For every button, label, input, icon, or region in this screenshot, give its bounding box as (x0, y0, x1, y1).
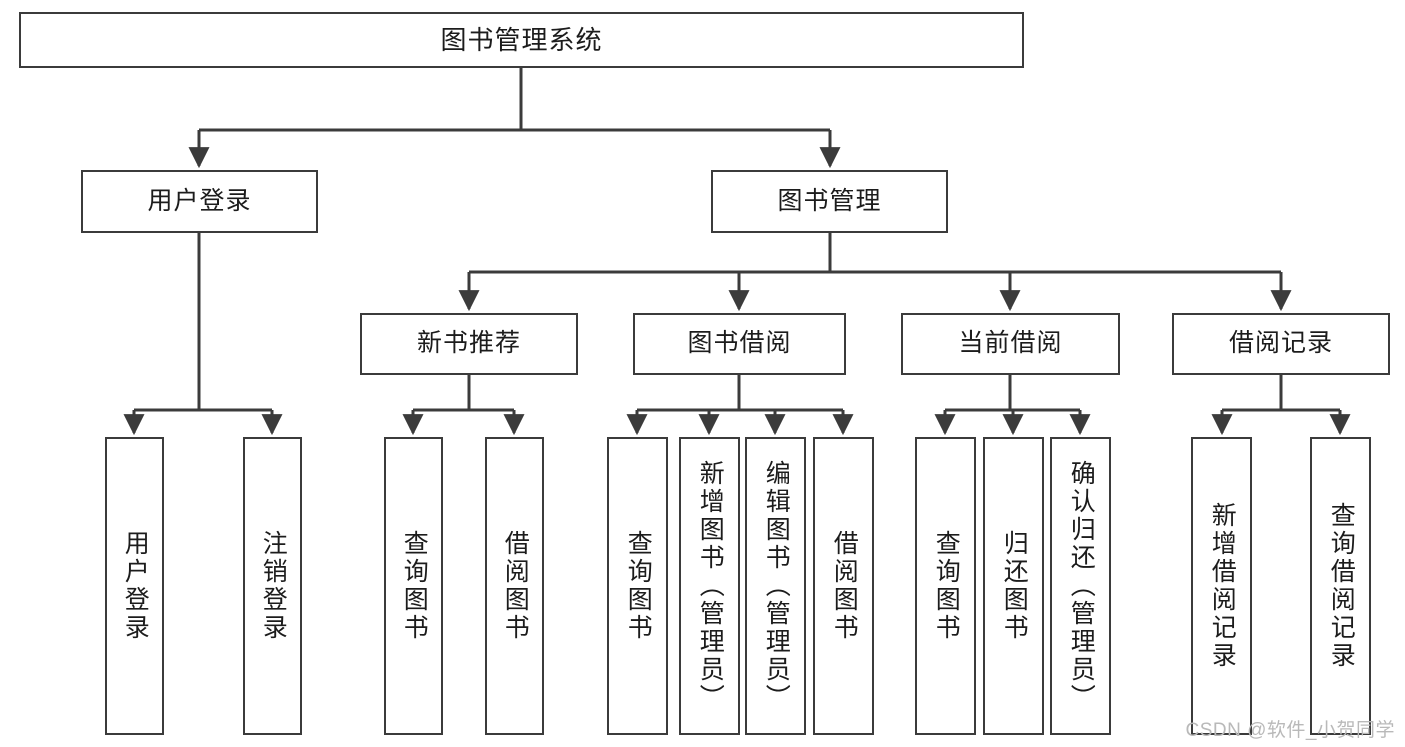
node-borrow-record[interactable]: 借阅记录 (1172, 313, 1390, 375)
node-label: 借阅图书 (501, 530, 530, 642)
node-leaf-query-record[interactable]: 查询借阅记录 (1310, 437, 1371, 735)
node-label: 查询图书 (932, 530, 961, 642)
node-leaf-borrow-book-1[interactable]: 借阅图书 (485, 437, 544, 735)
node-leaf-add-book[interactable]: 新增图书（管理员） (679, 437, 740, 735)
node-leaf-user-login[interactable]: 用户登录 (105, 437, 164, 735)
node-leaf-query-book-2[interactable]: 查询图书 (607, 437, 668, 735)
node-leaf-add-record[interactable]: 新增借阅记录 (1191, 437, 1252, 735)
node-label: 查询借阅记录 (1327, 502, 1356, 670)
node-label: 借阅图书 (830, 530, 859, 642)
node-label: 确认归还（管理员） (1067, 460, 1096, 712)
node-book-borrow[interactable]: 图书借阅 (633, 313, 846, 375)
node-label: 注销登录 (259, 530, 288, 642)
node-leaf-edit-book[interactable]: 编辑图书（管理员） (745, 437, 806, 735)
node-label: 图书管理 (777, 186, 882, 215)
node-current-borrow[interactable]: 当前借阅 (901, 313, 1120, 375)
node-label: 归还图书 (1000, 530, 1029, 642)
node-label: 借阅记录 (1228, 329, 1333, 358)
node-label: 查询图书 (624, 530, 653, 642)
node-leaf-confirm-return[interactable]: 确认归还（管理员） (1050, 437, 1111, 735)
node-label: 图书借阅 (687, 329, 792, 358)
node-book-management-system[interactable]: 图书管理系统 (19, 12, 1024, 68)
node-leaf-query-book-3[interactable]: 查询图书 (915, 437, 976, 735)
node-leaf-query-book-1[interactable]: 查询图书 (384, 437, 443, 735)
node-user-login[interactable]: 用户登录 (81, 170, 318, 233)
node-label: 查询图书 (400, 530, 429, 642)
node-book-management[interactable]: 图书管理 (711, 170, 948, 233)
node-label: 新增图书（管理员） (696, 460, 725, 712)
node-label: 图书管理系统 (440, 24, 603, 55)
node-label: 编辑图书（管理员） (762, 460, 791, 712)
node-label: 用户登录 (147, 186, 252, 215)
node-leaf-logout-login[interactable]: 注销登录 (243, 437, 302, 735)
node-label: 新增借阅记录 (1208, 502, 1237, 670)
node-label: 用户登录 (121, 530, 150, 642)
node-label: 新书推荐 (416, 329, 521, 358)
node-new-book-recommend[interactable]: 新书推荐 (360, 313, 578, 375)
node-label: 当前借阅 (958, 329, 1063, 358)
csdn-watermark: CSDN @软件_小贺同学 (1185, 720, 1395, 741)
node-leaf-return-book[interactable]: 归还图书 (983, 437, 1044, 735)
node-leaf-borrow-book-2[interactable]: 借阅图书 (813, 437, 874, 735)
